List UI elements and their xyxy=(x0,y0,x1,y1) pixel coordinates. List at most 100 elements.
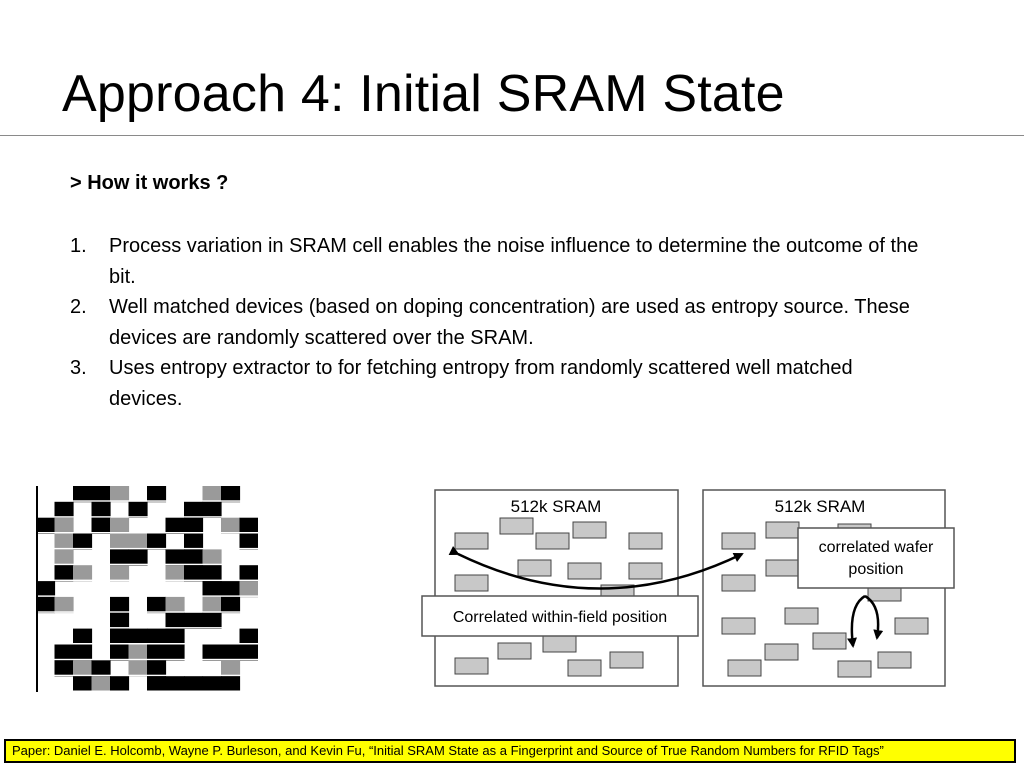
sram-block xyxy=(567,562,602,580)
wafer-position-label-line1: correlated wafer xyxy=(819,539,934,556)
field-position-label-box xyxy=(421,595,699,637)
pattern-cell xyxy=(36,596,56,614)
pattern-cell xyxy=(147,628,167,645)
pattern-cell xyxy=(54,533,74,550)
pattern-cell xyxy=(202,596,222,614)
pattern-cell xyxy=(202,565,222,582)
pattern-cell xyxy=(202,549,222,566)
pattern-cell xyxy=(54,644,74,661)
sram-block xyxy=(837,660,872,678)
sram-block xyxy=(721,617,756,635)
step-number: 2. xyxy=(70,296,87,318)
slide-title: Approach 4: Initial SRAM State xyxy=(62,65,785,123)
sram-block xyxy=(764,643,799,661)
pattern-cell xyxy=(110,517,130,534)
sram-block xyxy=(517,559,552,577)
pattern-cell xyxy=(110,533,130,550)
pattern-row-line xyxy=(36,611,258,613)
pattern-cell xyxy=(184,612,204,629)
wafer-correlation-arrow-left xyxy=(847,594,866,648)
pattern-cell xyxy=(202,581,222,598)
pattern-row-line xyxy=(36,563,258,566)
step-number: 3. xyxy=(70,357,87,379)
sram-block xyxy=(812,632,847,650)
list-item: 1. Process variation in SRAM cell enable… xyxy=(70,231,930,292)
subheading: > How it works ? xyxy=(70,172,229,194)
pattern-row-line xyxy=(36,516,258,518)
pattern-edge xyxy=(36,486,38,692)
step-text: Uses entropy extractor to for fetching e… xyxy=(109,357,853,410)
pattern-cell xyxy=(184,533,204,550)
list-item: 2. Well matched devices (based on doping… xyxy=(70,292,930,353)
sram-diagram: 512k SRAM 512k SRAM xyxy=(421,489,955,687)
pattern-cell xyxy=(147,596,167,614)
correlation-arrow xyxy=(448,546,744,590)
right-sram-title: 512k SRAM xyxy=(775,497,866,516)
pattern-cell xyxy=(165,676,185,692)
pattern-cell xyxy=(202,501,222,518)
pattern-cell xyxy=(221,660,241,677)
pattern-cell xyxy=(202,612,222,629)
pattern-cell xyxy=(91,676,111,692)
pattern-cell xyxy=(165,549,185,566)
sram-bit-pattern-image xyxy=(36,486,258,692)
pattern-row-line xyxy=(36,547,258,550)
pattern-cell xyxy=(54,596,74,614)
pattern-cell xyxy=(110,486,130,503)
sram-block xyxy=(894,617,929,635)
pattern-cell xyxy=(128,549,148,566)
pattern-row-line xyxy=(36,690,258,692)
sram-block xyxy=(721,574,756,592)
pattern-cell xyxy=(128,644,148,661)
pattern-cell xyxy=(165,596,185,614)
steps-list: 1. Process variation in SRAM cell enable… xyxy=(70,231,930,414)
pattern-cell xyxy=(54,501,74,518)
pattern-cell xyxy=(221,517,241,534)
pattern-cell xyxy=(110,676,130,692)
pattern-cell xyxy=(110,612,130,629)
sram-block xyxy=(628,532,663,550)
pattern-cell xyxy=(147,660,167,677)
pattern-cell xyxy=(165,612,185,629)
sram-block xyxy=(765,521,800,539)
pattern-cell xyxy=(147,486,167,503)
pattern-cell xyxy=(128,501,148,518)
pattern-cell xyxy=(73,565,93,582)
pattern-cell xyxy=(239,533,258,550)
pattern-row-line xyxy=(36,658,258,661)
sram-block xyxy=(609,651,644,669)
sram-block xyxy=(784,607,819,625)
sram-block xyxy=(542,635,577,653)
citation-footer: Paper: Daniel E. Holcomb, Wayne P. Burle… xyxy=(4,739,1016,763)
pattern-cell xyxy=(239,628,258,645)
pattern-cell xyxy=(73,533,93,550)
pattern-cell xyxy=(165,517,185,534)
pattern-row-line xyxy=(36,643,258,645)
pattern-cell xyxy=(91,486,111,503)
left-sram-title: 512k SRAM xyxy=(511,497,602,516)
pattern-cell xyxy=(239,517,258,534)
pattern-cell xyxy=(184,517,204,534)
pattern-cell xyxy=(147,533,167,550)
pattern-row-line xyxy=(36,627,258,629)
pattern-row-line xyxy=(36,579,258,582)
pattern-cell xyxy=(221,596,241,614)
pattern-cell xyxy=(184,565,204,582)
pattern-cell xyxy=(147,676,167,692)
step-text: Well matched devices (based on doping co… xyxy=(109,296,910,349)
pattern-cell xyxy=(110,549,130,566)
pattern-cell xyxy=(128,628,148,645)
pattern-cell xyxy=(73,486,93,503)
pattern-cell xyxy=(184,549,204,566)
pattern-cell xyxy=(202,676,222,692)
sram-block xyxy=(765,559,800,577)
pattern-cell xyxy=(165,628,185,645)
step-text: Process variation in SRAM cell enables t… xyxy=(109,235,919,288)
pattern-cell xyxy=(165,644,185,661)
sram-block xyxy=(567,659,602,677)
pattern-cell xyxy=(110,565,130,582)
sram-block xyxy=(454,657,489,675)
field-position-label: Correlated within-field position xyxy=(453,609,667,626)
sram-block xyxy=(628,562,663,580)
sram-block xyxy=(535,532,570,550)
